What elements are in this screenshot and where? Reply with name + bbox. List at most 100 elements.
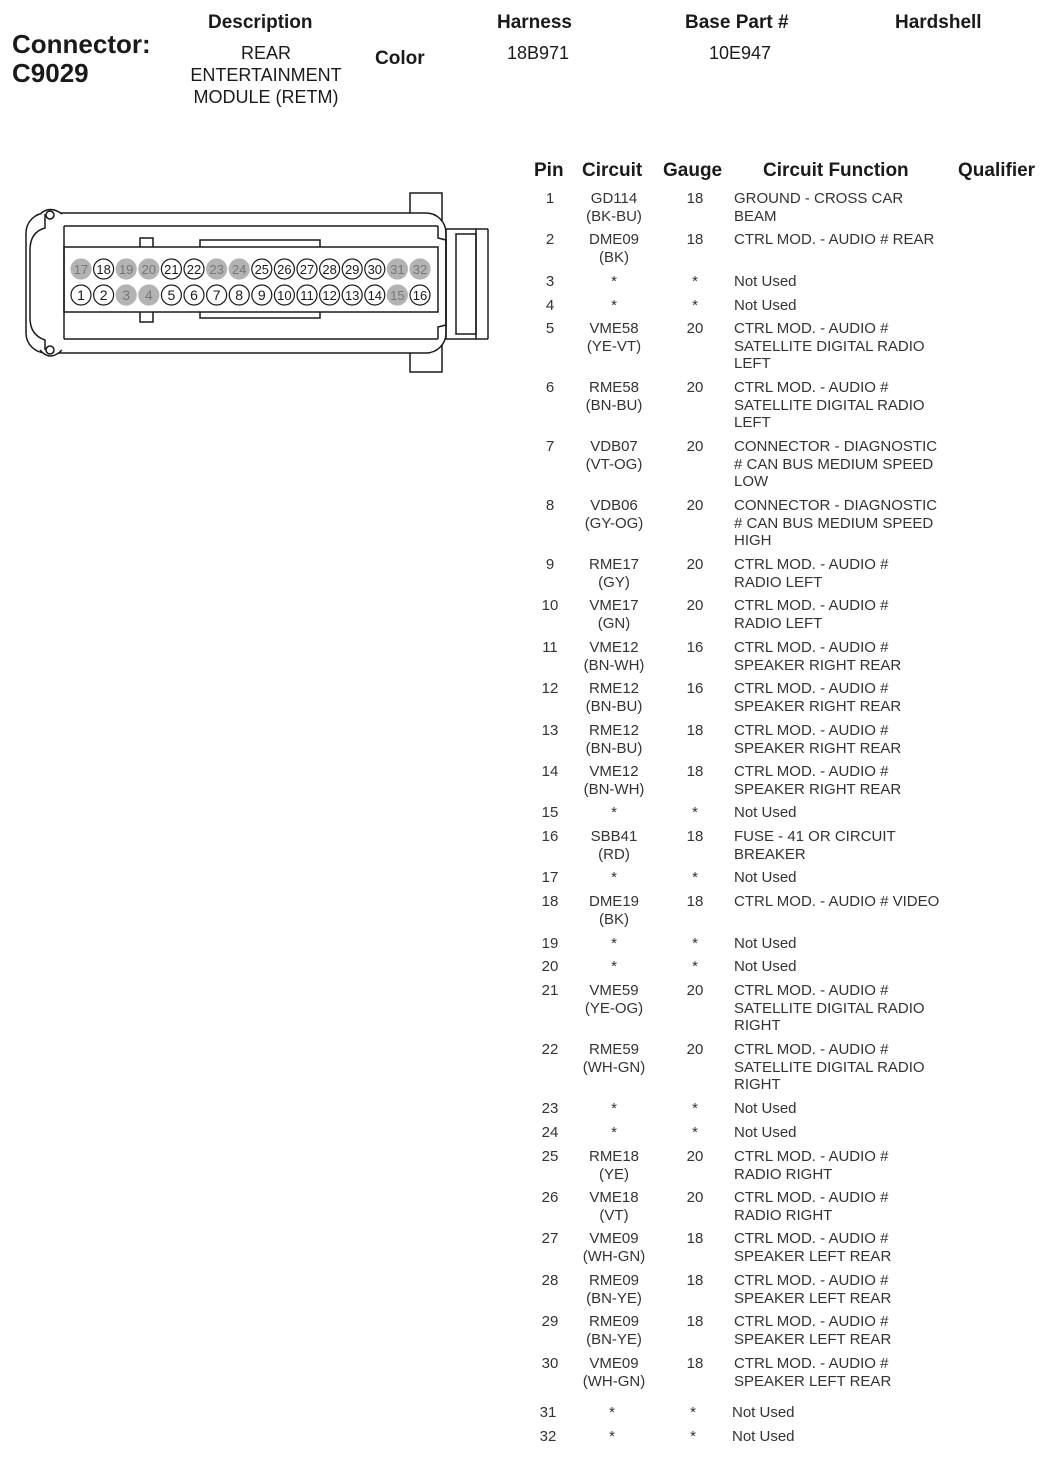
gauge-cell: * <box>692 958 698 975</box>
circuit-line: VME12 <box>589 763 639 780</box>
pin-cavity <box>364 284 386 306</box>
circuit-line: (YE-VT) <box>586 337 642 355</box>
circuit-function-cell: CTRL MOD. - AUDIO #RADIO LEFT <box>734 556 964 591</box>
function-line: Not Used <box>732 1404 795 1421</box>
circuit-line: (BK) <box>599 910 629 928</box>
circuit-cell: RME18(YE) <box>569 1148 659 1183</box>
gauge-cell: * <box>692 297 698 314</box>
pin-label: 28 <box>322 262 336 277</box>
pin-cavity <box>386 258 408 280</box>
gauge-cell: * <box>692 804 698 821</box>
circuit-function-cell: CTRL MOD. - AUDIO #SPEAKER LEFT REAR <box>734 1355 964 1390</box>
pin-number: 13 <box>541 722 559 739</box>
circuit-cell: VME18(VT) <box>569 1189 659 1224</box>
function-line: CTRL MOD. - AUDIO # <box>734 597 889 614</box>
pin-number: 31 <box>539 1404 557 1421</box>
function-line: CTRL MOD. - AUDIO # <box>734 1272 889 1289</box>
circuit-line: VME59 <box>589 982 639 999</box>
function-line: CTRL MOD. - AUDIO # <box>734 982 889 999</box>
pin-cavity <box>160 258 182 280</box>
function-line: CTRL MOD. - AUDIO # <box>734 1355 889 1372</box>
pin-label: 31 <box>390 262 404 277</box>
pin-number: 5 <box>545 320 555 337</box>
gauge-cell: 20 <box>686 497 704 514</box>
circuit-line: GD114 <box>590 190 638 207</box>
function-line: SATELLITE DIGITAL RADIO <box>734 1058 925 1076</box>
pin-label: 5 <box>168 287 176 303</box>
function-line: Not Used <box>734 1100 797 1117</box>
pin-number: 22 <box>541 1041 559 1058</box>
pin-label: 23 <box>209 262 223 277</box>
circuit-line: (GY) <box>598 573 630 591</box>
circuit-cell: RME17(GY) <box>569 556 659 591</box>
circuit-cell: VME59(YE-OG) <box>569 982 659 1017</box>
circuit-line: (BN-BU) <box>585 697 643 715</box>
circuit-line: (YE-OG) <box>584 999 644 1017</box>
base-part-value: 10E947 <box>708 43 772 63</box>
circuit-function-cell: CTRL MOD. - AUDIO #SATELLITE DIGITAL RAD… <box>734 379 964 432</box>
description-line: ENTERTAINMENT <box>190 65 342 85</box>
circuit-cell: SBB41(RD) <box>569 828 659 863</box>
circuit-line: * <box>611 273 617 290</box>
pin-number: 9 <box>545 556 555 573</box>
function-line: # CAN BUS MEDIUM SPEED <box>734 514 934 532</box>
circuit-line: * <box>609 1428 615 1445</box>
pin-number: 23 <box>541 1100 559 1117</box>
function-line: CTRL MOD. - AUDIO # <box>734 763 889 780</box>
circuit-line: * <box>611 1100 617 1117</box>
pin-number: 14 <box>541 763 559 780</box>
pin-cavity <box>92 284 115 306</box>
gauge-cell: 20 <box>686 379 704 396</box>
pin-label: 4 <box>145 287 153 303</box>
function-line: CTRL MOD. - AUDIO # <box>734 639 889 656</box>
gauge-cell: 20 <box>686 1041 704 1058</box>
gauge-cell: 20 <box>686 1189 704 1206</box>
circuit-function-cell: Not Used <box>734 869 964 887</box>
pin-cavity <box>386 284 408 306</box>
circuit-cell: RME12(BN-BU) <box>569 722 659 757</box>
circuit-cell: DME09(BK) <box>569 231 659 266</box>
circuit-line: RME09 <box>588 1272 640 1289</box>
function-line: Not Used <box>734 958 797 975</box>
pin-cavity <box>228 284 250 306</box>
function-line: CTRL MOD. - AUDIO # <box>734 556 889 573</box>
circuit-line: * <box>611 1124 617 1141</box>
function-line: CTRL MOD. - AUDIO # <box>734 320 889 337</box>
pin-number: 15 <box>541 804 559 821</box>
pin-label: 26 <box>277 262 291 277</box>
circuit-line: (BK-BU) <box>586 207 642 225</box>
header-circuit: Circuit <box>582 160 643 181</box>
pin-cavity <box>251 258 273 280</box>
circuit-line: (BN-WH) <box>583 656 645 674</box>
function-line: Not Used <box>734 935 797 952</box>
gauge-cell: 18 <box>686 893 704 910</box>
color-label: Color <box>375 48 425 69</box>
function-line: SPEAKER RIGHT REAR <box>734 656 902 674</box>
circuit-function-cell: Not Used <box>734 1124 964 1142</box>
circuit-function-cell: Not Used <box>734 958 964 976</box>
pin-cavity <box>183 258 205 280</box>
gauge-cell: 18 <box>686 1313 704 1330</box>
pin-label: 13 <box>345 288 359 303</box>
function-line: CTRL MOD. - AUDIO # VIDEO <box>734 893 940 910</box>
pin-number: 30 <box>541 1355 559 1372</box>
circuit-cell: * <box>569 1100 659 1118</box>
function-line: CTRL MOD. - AUDIO # <box>734 1230 889 1247</box>
pin-cavity <box>138 284 160 306</box>
pin-label: 32 <box>413 262 427 277</box>
circuit-function-cell: Not Used <box>734 1100 964 1118</box>
function-line: SATELLITE DIGITAL RADIO <box>734 999 925 1017</box>
circuit-line: (GN) <box>597 614 631 632</box>
pin-cavity <box>70 258 92 280</box>
pin-cavity <box>115 258 137 280</box>
pin-cavity <box>296 284 318 306</box>
harness-value: 18B971 <box>506 43 570 63</box>
pin-label: 16 <box>413 288 427 303</box>
circuit-function-cell: CTRL MOD. - AUDIO #SATELLITE DIGITAL RAD… <box>734 320 964 373</box>
circuit-cell: RME09(BN-YE) <box>569 1313 659 1348</box>
pin-label: 7 <box>213 287 221 303</box>
gauge-cell: 18 <box>686 190 704 207</box>
gauge-cell: 20 <box>686 982 704 999</box>
